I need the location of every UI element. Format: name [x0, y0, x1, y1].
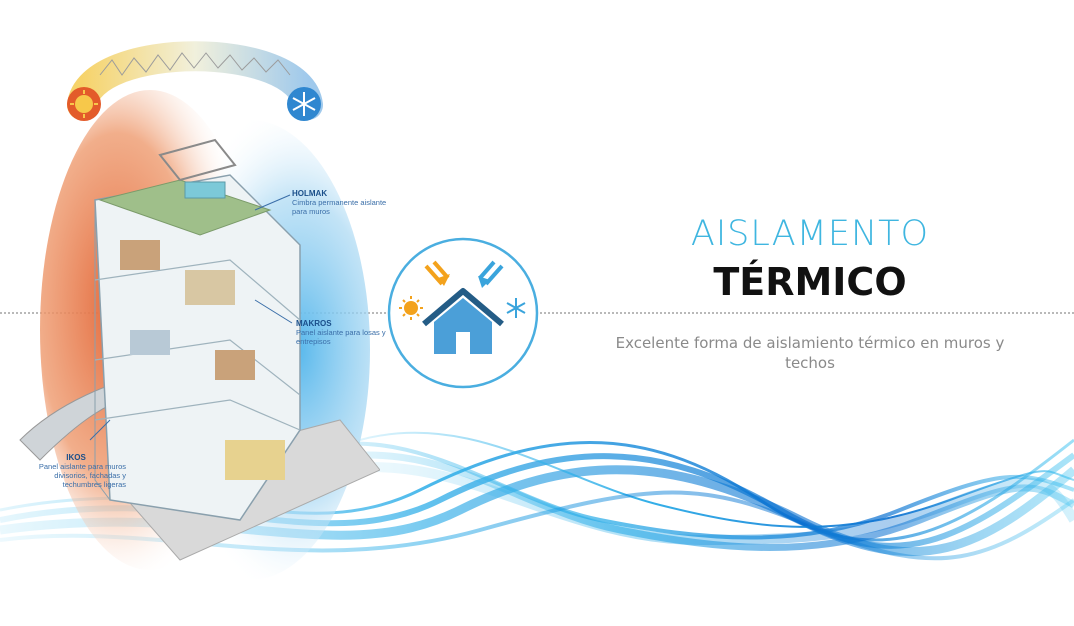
temperature-arc-illustration	[67, 41, 323, 121]
ikos-label: IKOS Panel aislante para muros divisorio…	[38, 453, 126, 489]
holmak-label: HOLMAK Cimbra permanente aislante para m…	[292, 189, 387, 216]
description-text: Excelente forma de aislamiento térmico e…	[615, 334, 1005, 372]
snowflake-icon	[287, 87, 321, 121]
snowflake-icon	[506, 298, 526, 318]
building-cutaway-illustration	[19, 90, 380, 580]
house-insulation-icon	[387, 237, 539, 389]
heading-line-2: TÉRMICO	[713, 260, 907, 304]
makros-label: MAKROS Panel aislante para losas y entre…	[296, 319, 386, 346]
heading-line-1: AISLAMENTO	[690, 214, 930, 254]
sun-icon	[399, 296, 423, 320]
sun-icon	[67, 87, 101, 121]
